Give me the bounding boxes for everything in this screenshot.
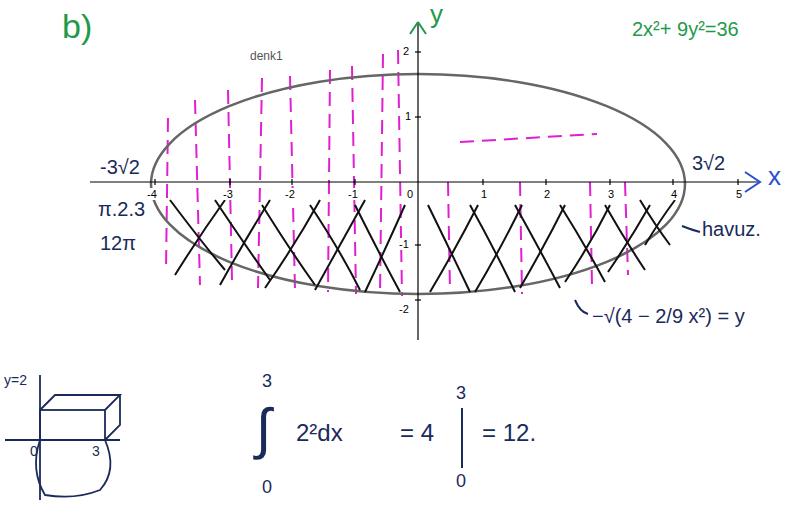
- hatching: [170, 200, 675, 292]
- tick-label: 2: [543, 188, 551, 200]
- result: = 4: [400, 420, 434, 446]
- result: = 12.: [482, 420, 536, 446]
- tick-label: 1: [404, 110, 412, 122]
- tick-label: 3: [607, 188, 615, 200]
- tick-label: -1: [398, 238, 410, 250]
- dashed-strips: [166, 50, 628, 296]
- tick-label: 5: [735, 188, 743, 200]
- integral-limit: 3: [262, 372, 272, 392]
- small-sketch: [5, 375, 120, 500]
- sketch-label: y=2: [4, 373, 27, 388]
- sketch-label: 3: [92, 444, 100, 459]
- part-label: b): [62, 8, 92, 45]
- integral-limit: 3: [456, 384, 466, 404]
- tick-label: 4: [670, 188, 678, 200]
- tick-label: -2: [284, 188, 296, 200]
- bound-label: -3√2: [100, 156, 140, 178]
- axis-label: y: [430, 0, 443, 29]
- integral-limit: 0: [456, 472, 466, 492]
- function-note: −√(4 − 2/9 x²) = y: [592, 305, 745, 327]
- axis-label: x: [768, 162, 781, 191]
- axes: [90, 22, 760, 340]
- integral-sign: ∫: [256, 398, 271, 460]
- integrand: 2²dx: [296, 420, 343, 446]
- tick-label: -4: [146, 188, 158, 200]
- bound-label: 3√2: [692, 152, 725, 174]
- tick-label: -3: [222, 188, 234, 200]
- tick-label: -2: [398, 303, 410, 315]
- integral-limit: 0: [262, 478, 272, 498]
- tick-label: 1: [480, 188, 488, 200]
- equation: 2x²+ 9y²=36: [632, 18, 739, 40]
- tick-label: -1: [347, 188, 359, 200]
- sketch-label: 0: [30, 444, 38, 459]
- tick-label: 2: [402, 45, 410, 57]
- object-name: denk1: [250, 50, 283, 63]
- tick-label: 0: [406, 188, 414, 200]
- note: havuz.: [702, 218, 761, 240]
- note: 12π: [100, 232, 136, 254]
- note: π.2.3: [98, 198, 145, 220]
